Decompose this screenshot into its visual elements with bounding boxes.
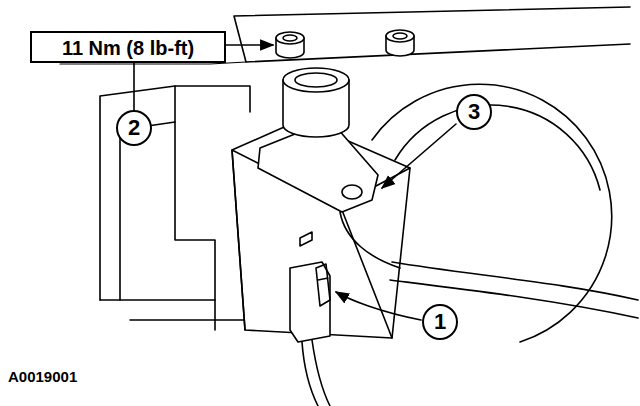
connector-latch: [316, 264, 330, 306]
module-body: [232, 120, 410, 338]
rotor-inner-arc: [395, 105, 600, 190]
bracket-edge: [174, 86, 176, 122]
nut: [276, 32, 304, 58]
nut: [386, 30, 414, 56]
callout-number: 1: [434, 310, 446, 334]
callout-circle-outline: [457, 95, 491, 129]
bolt-hole: [342, 185, 362, 199]
callout-number: 2: [128, 116, 140, 140]
leader-line: [382, 124, 456, 188]
rotor-outline: [372, 84, 612, 342]
leader-line: [336, 292, 421, 320]
leader-connector: [133, 63, 135, 110]
electrical-connector: [290, 262, 330, 342]
callout-number: 2: [116, 110, 152, 146]
bracket-panel: [120, 122, 215, 330]
callout-number: 3: [468, 100, 480, 124]
torque-value: 11 Nm (8 lb-ft): [62, 37, 194, 59]
callout-number: 1: [422, 304, 458, 340]
mounting-rail: [234, 7, 630, 62]
callout-circle-outline: [423, 305, 457, 339]
figure-id: A0019001: [8, 368, 77, 385]
callout-number: 3: [456, 94, 492, 130]
sensor-wire: [340, 212, 400, 268]
bracket-flange: [100, 300, 250, 320]
cable: [392, 262, 638, 300]
wire-harness: [302, 340, 330, 406]
callout-circle-outline: [117, 111, 151, 145]
leader-line: [226, 44, 273, 46]
torque-spec-box: 11 Nm (8 lb-ft): [30, 31, 226, 63]
stud: [300, 232, 312, 246]
